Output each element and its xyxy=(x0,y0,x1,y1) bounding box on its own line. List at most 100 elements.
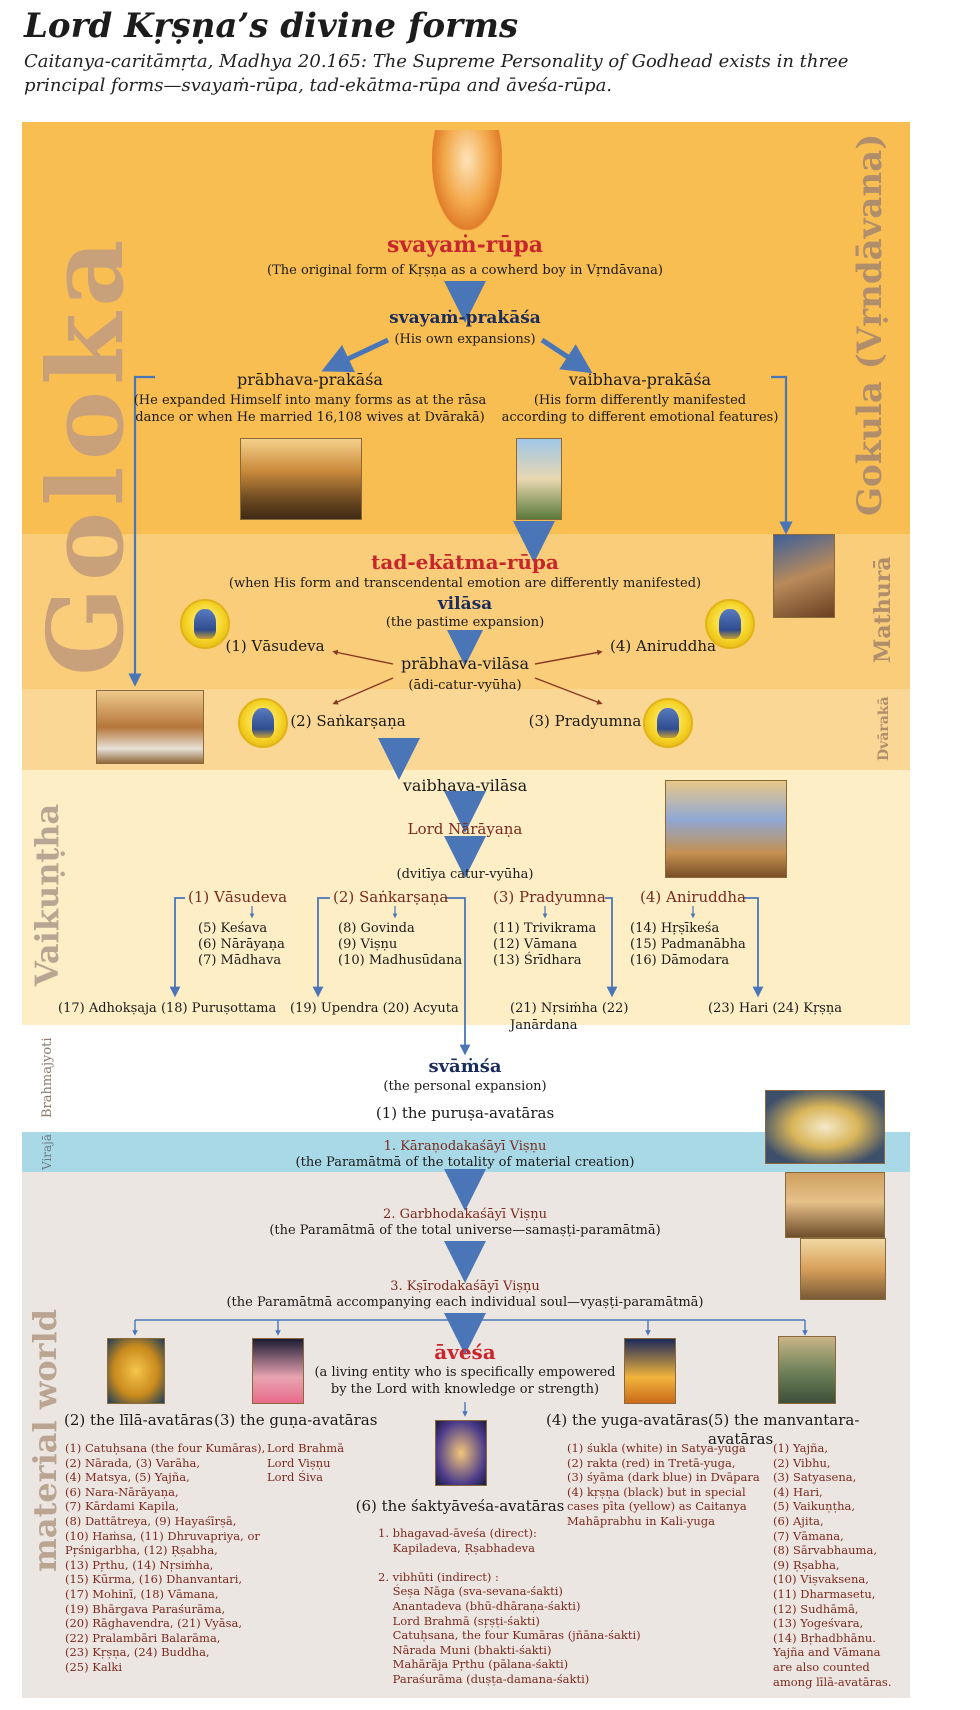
list-line: 1. bhagavad-āveśa (direct): xyxy=(378,1526,537,1540)
list-line: (6) Ajita, xyxy=(773,1513,824,1528)
vaibhava-prakasa-title: vaibhava-prakāśa xyxy=(568,370,712,389)
svamsa-desc: (the personal expansion) xyxy=(383,1079,547,1094)
list-line: cases pīta (yellow) as Caitanya xyxy=(567,1499,747,1514)
brahmajyoti-region xyxy=(22,1025,910,1132)
vasudeva-label: (1) Vāsudeva xyxy=(225,637,325,655)
group-aniruddha-head: (4) Aniruddha xyxy=(640,888,746,906)
list-line: (12) Sudhāmā, xyxy=(773,1601,859,1616)
vaibhava-prakasa-image xyxy=(516,438,562,520)
guna-avatara-label: (3) the guṇa-avatāras xyxy=(214,1411,378,1429)
vaikuntha-bottom-label: (19) Upendra (20) Acyuta xyxy=(290,1001,459,1016)
garbhodakasayi-label: 2. Garbhodakaśāyī Viṣṇu xyxy=(383,1207,547,1222)
group-pradyumna-item: (13) Śrīdhara xyxy=(493,953,582,968)
list-line: (10) Haṁsa, (11) Dhruvapriya, or xyxy=(65,1528,260,1543)
manvantara-avatara-list: (1) Yajña,(2) Vibhu,(3) Satyasena,(4) Ha… xyxy=(773,1441,892,1689)
krishna-image xyxy=(432,130,502,230)
vilasa-title: vilāsa xyxy=(437,594,493,614)
lila-avatara-list: (1) Catuḥsana (the four Kumāras),(2) Nār… xyxy=(65,1441,266,1675)
pradyumna-medallion-icon xyxy=(643,698,693,748)
list-line: (15) Kūrma, (16) Dhanvantari, xyxy=(65,1572,243,1587)
prabhava-prakasa-desc-2: dance or when He married 16,108 wives at… xyxy=(135,410,485,425)
group-sankarsana-item: (10) Madhusūdana xyxy=(338,953,463,968)
list-line: Nārada Muni (bhakti-śakti) xyxy=(378,1642,552,1657)
list-line: (6) Nara-Nārāyaṇa, xyxy=(65,1484,179,1499)
viraja-region xyxy=(22,1132,910,1172)
list-line: (10) Viṣvaksena, xyxy=(773,1572,869,1587)
vaibhava-vilasa-title: vaibhava-vilāsa xyxy=(402,776,528,795)
list-line: (7) Kārdami Kapila, xyxy=(65,1499,180,1514)
group-pradyumna-item: (11) Trivikrama xyxy=(493,921,597,936)
prabhava-vilasa-title: prābhava-vilāsa xyxy=(400,654,530,673)
aniruddha-medallion-icon xyxy=(705,599,755,649)
avesa-title: āveśa xyxy=(434,1340,496,1364)
aniruddha-label: (4) Aniruddha xyxy=(610,637,716,655)
vaikuntha-painting-image xyxy=(665,780,787,878)
list-line: (1) Yajña, xyxy=(773,1441,828,1455)
list-line: Lord Viṣṇu xyxy=(267,1455,331,1470)
group-vasudeva-item: (5) Keśava xyxy=(198,921,268,936)
list-line: (9) Ṛṣabha, xyxy=(773,1557,840,1572)
group-vasudeva-head: (1) Vāsudeva xyxy=(188,888,288,906)
vaikuntha-bottom-label: (21) Nṛsiṁha (22) Janārdana xyxy=(510,1001,629,1033)
list-line: (8) Dattātreya, (9) Hayaśīrṣā, xyxy=(65,1513,237,1528)
list-line: Śeṣa Nāga (sva-sevana-śakti) xyxy=(378,1584,563,1599)
svayam-prakasa-desc: (His own expansions) xyxy=(394,332,536,347)
list-line: Mahāprabhu in Kali-yuga xyxy=(567,1513,715,1528)
list-line: (8) Sārvabhauma, xyxy=(773,1543,877,1558)
list-line: Anantadeva (bhū-dhāraṇa-śakti) xyxy=(378,1598,581,1613)
list-line: (19) Bhārgava Paraśurāma, xyxy=(65,1601,226,1616)
saktyavesa-avatara-image xyxy=(435,1420,487,1486)
sankarsana-medallion-icon xyxy=(238,698,288,748)
group-vasudeva-item: (7) Mādhava xyxy=(198,953,282,968)
karanodakasayi-desc: (the Paramātmā of the totality of materi… xyxy=(295,1155,635,1170)
list-line: among līlā-avatāras. xyxy=(773,1674,892,1689)
manvantara-avatara-image xyxy=(778,1336,836,1404)
list-line: Catuḥsana, the four Kumāras (jñāna-śakti… xyxy=(378,1628,641,1643)
list-line: (3) Satyasena, xyxy=(773,1470,857,1485)
saktyavesa-avatara-list: 1. bhagavad-āveśa (direct): Kapiladeva, … xyxy=(378,1526,648,1687)
group-sankarsana-head: (2) Saṅkarṣaṇa xyxy=(333,888,449,906)
list-line: (2) Vibhu, xyxy=(773,1455,831,1470)
rasa-dance-image xyxy=(240,438,362,520)
vaibhava-prakasa-desc-2: according to different emotional feature… xyxy=(501,410,779,425)
purusa-avataras-label: (1) the puruṣa-avatāras xyxy=(375,1104,555,1122)
group-sankarsana-item: (9) Viṣṇu xyxy=(338,937,398,952)
vaikuntha-bottom-label: (17) Adhokṣaja (18) Puruṣottama xyxy=(58,1001,277,1016)
list-line: Lord Brahmā (sṛṣṭi-śakti) xyxy=(378,1613,540,1628)
list-line: (1) Catuḥsana (the four Kumāras), xyxy=(65,1441,266,1455)
group-pradyumna-item: (12) Vāmana xyxy=(493,937,578,952)
list-line: (14) Bṛhadbhānu. xyxy=(773,1630,876,1645)
list-line: are also counted xyxy=(773,1659,870,1674)
lord-narayana-label: Lord Nārāyaṇa xyxy=(407,820,523,838)
mathura-painting-image xyxy=(773,534,835,618)
list-line: (3) śyāma (dark blue) in Dvāpara xyxy=(567,1470,760,1485)
yuga-avatara-image xyxy=(624,1338,676,1404)
page-title: Lord Kṛṣṇa’s divine forms xyxy=(24,6,519,46)
group-sankarsana-item: (8) Govinda xyxy=(338,921,415,936)
karanodakasayi-label: 1. Kāraṇodakaśāyī Viṣṇu xyxy=(383,1139,547,1154)
list-line: (23) Kṛṣṇa, (24) Buddha, xyxy=(65,1645,210,1660)
saktyavesa-avatara-label: (6) the śaktyāveśa-avatāras xyxy=(355,1497,565,1515)
tad-ekatma-rupa-title: tad-ekātma-rūpa xyxy=(371,550,559,574)
page-subtitle: Caitanya-caritāmṛta, Madhya 20.165: The … xyxy=(24,51,849,96)
vilasa-desc: (the pastime expansion) xyxy=(385,615,545,630)
prabhava-prakasa-title: prābhava-prakāśa xyxy=(237,370,383,389)
karanodakasayi-image xyxy=(765,1090,885,1164)
list-line: (5) Vaikuṇṭha, xyxy=(773,1499,856,1514)
svayam-prakasa-title: svayaṁ-prakāśa xyxy=(389,308,541,328)
svamsa-title: svāṁśa xyxy=(428,1056,502,1077)
svayam-rupa-desc: (The original form of Kṛṣṇa as a cowherd… xyxy=(267,263,663,278)
list-line: 2. vibhūti (indirect) : xyxy=(378,1569,499,1584)
list-line: (2) rakta (red) in Tretā-yuga, xyxy=(567,1455,736,1470)
garbhodakasayi-image xyxy=(785,1172,885,1238)
lila-avatara-label: (2) the līlā-avatāras xyxy=(64,1411,213,1429)
list-line: (2) Nārada, (3) Varāha, xyxy=(65,1455,201,1470)
list-line: (11) Dharmasetu, xyxy=(773,1586,876,1601)
list-line: Lord Śiva xyxy=(267,1470,323,1485)
sankarsana-label: (2) Saṅkarṣaṇa xyxy=(290,712,406,730)
adi-catur-vyuha-label: (ādi-catur-vyūha) xyxy=(408,678,522,693)
group-aniruddha-item: (15) Padmanābha xyxy=(630,937,746,952)
list-line: (13) Yogeśvara, xyxy=(773,1616,864,1631)
list-line: (7) Vāmana, xyxy=(773,1528,844,1543)
